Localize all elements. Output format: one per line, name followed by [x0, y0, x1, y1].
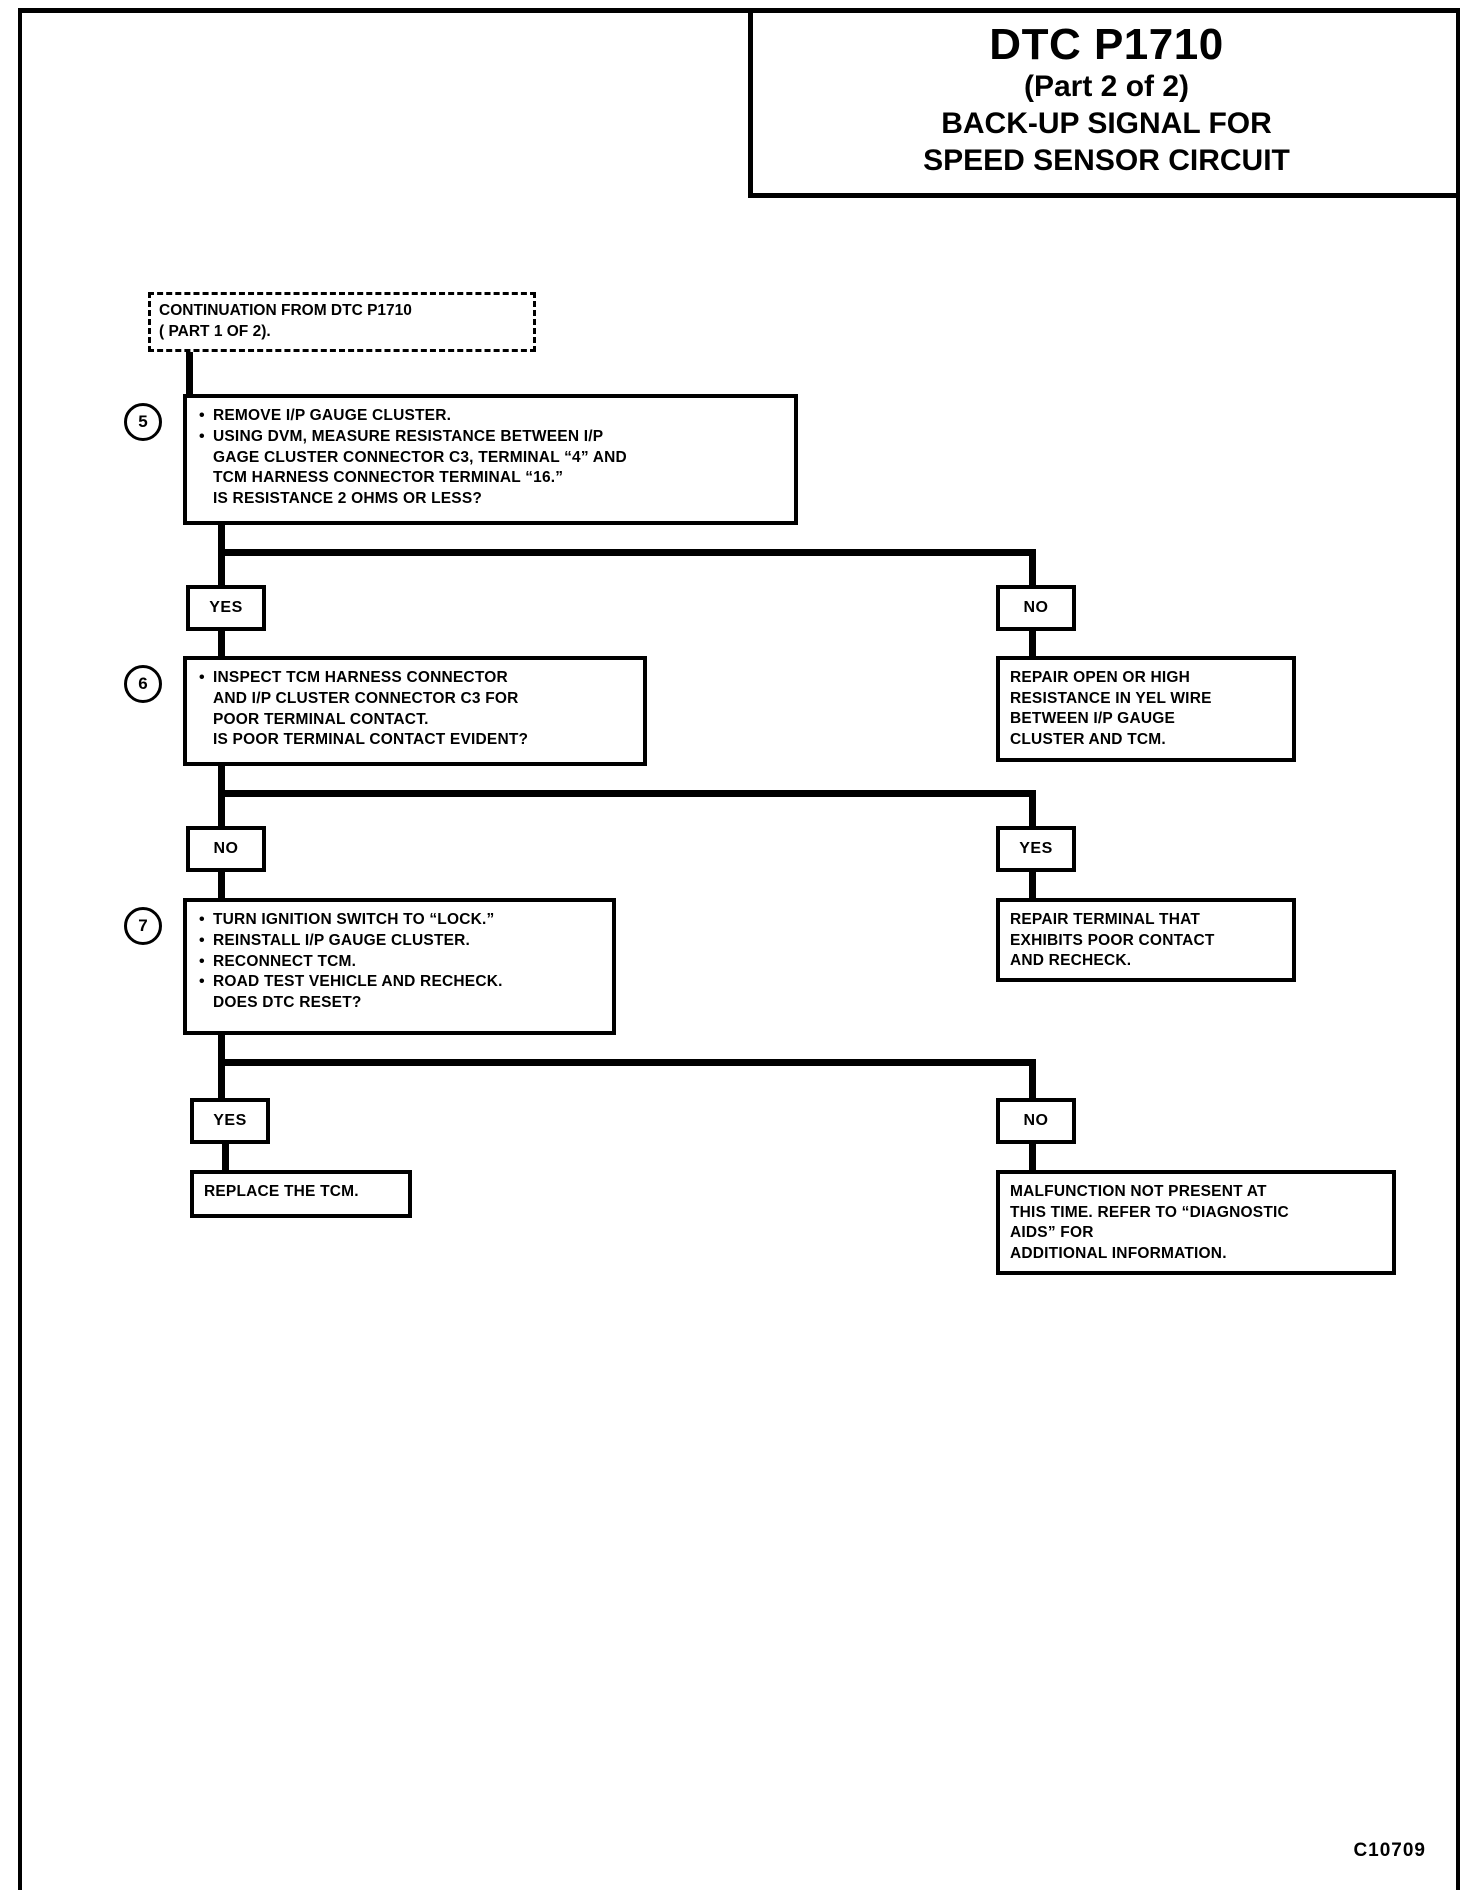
step-number-5: 5 [124, 403, 162, 441]
continuation-box: CONTINUATION FROM DTC P1710 ( PART 1 OF … [148, 292, 536, 352]
step-5-line-4: TCM HARNESS CONNECTOR TERMINAL “16.” [213, 469, 564, 487]
connector-step7-yes-to-replace [222, 1144, 229, 1172]
connector-step6-no-drop [218, 790, 225, 830]
outcome-malfunction-box: MALFUNCTION NOT PRESENT AT THIS TIME. RE… [996, 1170, 1396, 1275]
decision-step6-no: NO [186, 826, 266, 872]
page-border-left [18, 8, 22, 1890]
title-subtitle-line2: SPEED SENSOR CIRCUIT [923, 143, 1290, 177]
connector-step6-bus [218, 790, 1036, 797]
outcome-repair-terminal-box: REPAIR TERMINAL THAT EXHIBITS POOR CONTA… [996, 898, 1296, 982]
step-7-lines: TURN IGNITION SWITCH TO “LOCK.” REINSTAL… [197, 909, 602, 1014]
outcome-repair-open-box: REPAIR OPEN OR HIGH RESISTANCE IN YEL WI… [996, 656, 1296, 762]
step-number-6: 6 [124, 665, 162, 703]
connector-step5-no-to-repair [1029, 631, 1036, 659]
title-block: DTC P1710 (Part 2 of 2) BACK-UP SIGNAL F… [748, 8, 1460, 198]
connector-step6-stem [218, 766, 225, 794]
step-6-box: INSPECT TCM HARNESS CONNECTOR AND I/P CL… [183, 656, 647, 766]
step-5-line-2: USING DVM, MEASURE RESISTANCE BETWEEN I/… [197, 426, 784, 448]
page-border-top [18, 8, 1460, 13]
step-7-line-5: DOES DTC RESET? [213, 994, 362, 1012]
decision-step6-yes: YES [996, 826, 1076, 872]
step-7-line-1: TURN IGNITION SWITCH TO “LOCK.” [197, 909, 602, 931]
outcome-malfunction-text: MALFUNCTION NOT PRESENT AT THIS TIME. RE… [1010, 1183, 1289, 1262]
outcome-replace-tcm-box: REPLACE THE TCM. [190, 1170, 412, 1218]
connector-continuation-to-step5 [186, 352, 193, 394]
decision-step7-yes: YES [190, 1098, 270, 1144]
step-6-line-3: POOR TERMINAL CONTACT. [213, 710, 429, 728]
step-6-line-2: AND I/P CLUSTER CONNECTOR C3 FOR [213, 689, 519, 707]
connector-step7-bus [218, 1059, 1036, 1066]
step-5-box: REMOVE I/P GAUGE CLUSTER. USING DVM, MEA… [183, 394, 798, 525]
connector-step7-no-drop [1029, 1059, 1036, 1101]
decision-step5-no: NO [996, 585, 1076, 631]
connector-step5-yes-drop [218, 549, 225, 589]
page-border-right [1456, 8, 1460, 1890]
decision-step5-yes: YES [186, 585, 266, 631]
step-5-line-3: GAGE CLUSTER CONNECTOR C3, TERMINAL “4” … [213, 448, 627, 466]
step-7-box: TURN IGNITION SWITCH TO “LOCK.” REINSTAL… [183, 898, 616, 1035]
connector-step6-no-to-step7 [218, 872, 225, 908]
outcome-repair-terminal-text: REPAIR TERMINAL THAT EXHIBITS POOR CONTA… [1010, 911, 1215, 970]
connector-step5-yes-to-step6 [218, 631, 225, 666]
step-6-line-4: IS POOR TERMINAL CONTACT EVIDENT? [213, 731, 529, 749]
connector-step6-yes-drop [1029, 790, 1036, 830]
outcome-replace-tcm-text: REPLACE THE TCM. [204, 1183, 359, 1200]
continuation-text: CONTINUATION FROM DTC P1710 ( PART 1 OF … [159, 302, 412, 340]
connector-step5-stem [218, 525, 225, 553]
connector-step7-yes-drop [218, 1059, 225, 1101]
step-5-lines: REMOVE I/P GAUGE CLUSTER. USING DVM, MEA… [197, 405, 784, 510]
connector-step7-stem [218, 1035, 225, 1065]
step-5-line-1: REMOVE I/P GAUGE CLUSTER. [197, 405, 784, 427]
figure-code: C10709 [1353, 1840, 1426, 1861]
step-5-line-5: IS RESISTANCE 2 OHMS OR LESS? [213, 490, 483, 508]
step-7-line-2: REINSTALL I/P GAUGE CLUSTER. [197, 930, 602, 952]
decision-step7-no: NO [996, 1098, 1076, 1144]
connector-step5-no-drop [1029, 549, 1036, 589]
step-number-7: 7 [124, 907, 162, 945]
title-subtitle-line1: BACK-UP SIGNAL FOR [941, 106, 1272, 140]
step-6-lines: INSPECT TCM HARNESS CONNECTOR AND I/P CL… [197, 667, 633, 751]
title-part-label: (Part 2 of 2) [1023, 70, 1190, 104]
step-7-line-4: ROAD TEST VEHICLE AND RECHECK. [197, 971, 602, 993]
step-7-line-3: RECONNECT TCM. [197, 951, 602, 973]
connector-step6-yes-to-repair [1029, 872, 1036, 900]
connector-step5-bus [218, 549, 1036, 556]
step-6-line-1: INSPECT TCM HARNESS CONNECTOR [197, 667, 633, 689]
connector-step7-no-to-malfunction [1029, 1144, 1036, 1172]
outcome-repair-open-text: REPAIR OPEN OR HIGH RESISTANCE IN YEL WI… [1010, 669, 1212, 748]
page-title: DTC P1710 [989, 20, 1224, 69]
